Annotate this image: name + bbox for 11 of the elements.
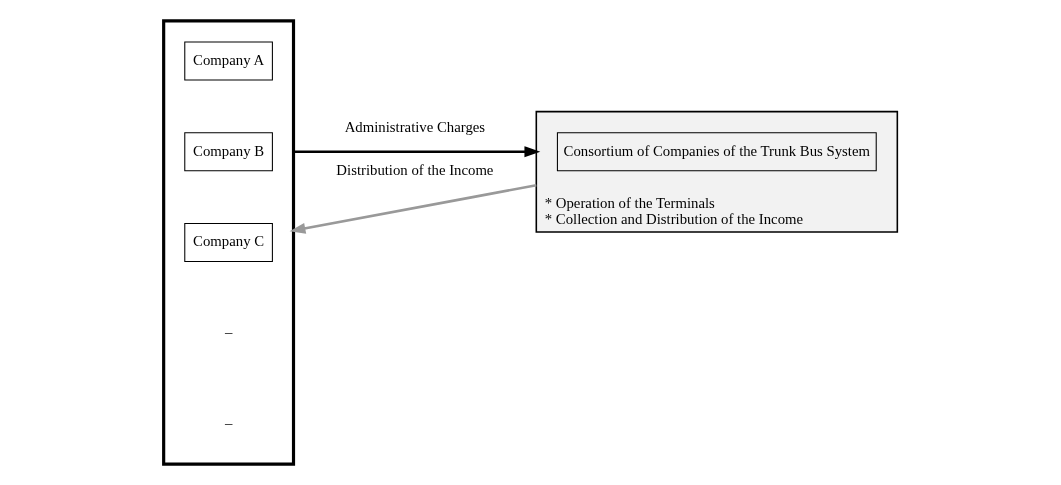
edge-label: Distribution of the Income (336, 162, 494, 179)
node-box: Consortium of Companies of the Trunk Bus System (556, 132, 877, 172)
label: – (224, 414, 233, 431)
arrow (293, 146, 541, 158)
node-box: Company C (184, 222, 273, 263)
cluster (162, 19, 296, 466)
arrow (289, 183, 537, 234)
edge-label: Administrative Charges (344, 118, 486, 135)
node-box: Company B (184, 132, 273, 172)
label: – (224, 324, 233, 341)
node-box: Company A (184, 41, 273, 81)
